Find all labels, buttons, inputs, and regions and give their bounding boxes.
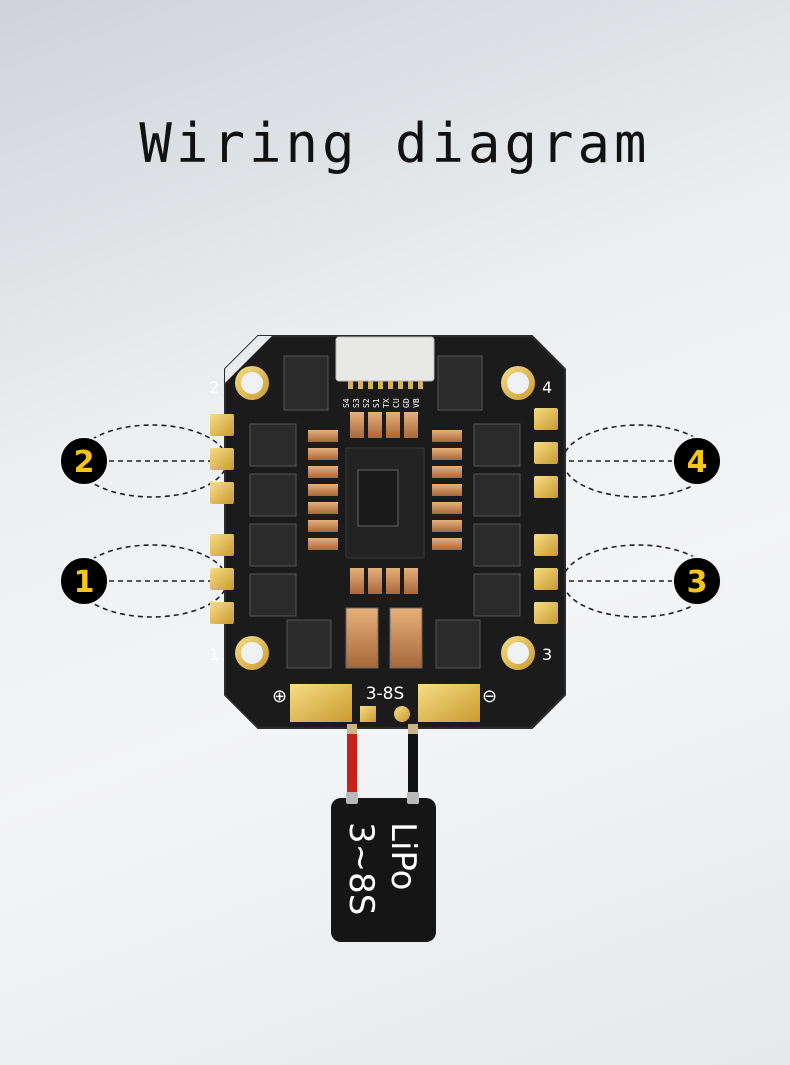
battery-body [331, 798, 436, 942]
power-pad-positive [290, 684, 352, 722]
motor-marker-4-label: 4 [687, 445, 708, 480]
battery-label-cells: 3~8S [341, 822, 381, 915]
corner-label-2: 2 [209, 378, 219, 397]
battery-wires [347, 724, 418, 800]
wire-pad-negative [394, 706, 410, 722]
power-pad-negative [418, 684, 480, 722]
connector [335, 336, 435, 382]
battery-label-type: LiPo [383, 822, 423, 890]
wire-negative [408, 728, 418, 800]
pin-label: VB [412, 398, 421, 408]
inductors [345, 607, 423, 669]
motor-markers: 2 4 1 3 [59, 436, 722, 606]
esc-board: S4 S3 S2 S1 TX CU GD VB 2 4 1 3 [209, 335, 566, 729]
motor-pads [210, 408, 558, 624]
pin-label: CU [392, 398, 401, 408]
pin-labels: S4 S3 S2 S1 TX CU GD VB [342, 398, 421, 408]
motor-marker-1-label: 1 [74, 565, 95, 600]
motor-marker-3 [672, 556, 722, 606]
pin-label: S1 [372, 398, 381, 408]
corner-label-3: 3 [542, 645, 552, 664]
corner-label-1: 1 [209, 645, 219, 664]
pin-label: GD [402, 398, 411, 408]
minus-symbol: ⊖ [482, 686, 497, 707]
corner-labels: 2 4 1 3 [209, 378, 552, 664]
mosfets [249, 355, 521, 669]
wire-pad-positive [360, 706, 376, 722]
connector-pins [348, 381, 423, 389]
capacitors [308, 412, 462, 594]
pin-label: TX [382, 398, 391, 408]
lipo-battery: LiPo 3~8S [331, 792, 436, 942]
page-title: Wiring diagram [139, 112, 651, 175]
motor-marker-2-label: 2 [74, 445, 95, 480]
motor-marker-2 [59, 436, 109, 486]
pin-label: S2 [362, 398, 371, 408]
wire-positive [347, 728, 357, 800]
motor-marker-4 [672, 436, 722, 486]
pin-label: S3 [352, 398, 361, 408]
voltage-label: 3-8S [366, 684, 405, 704]
motor-marker-1 [59, 556, 109, 606]
corner-label-4: 4 [542, 378, 552, 397]
pin-label: S4 [342, 398, 351, 408]
motor-marker-3-label: 3 [687, 565, 708, 600]
mcu-chip [357, 469, 399, 527]
plus-symbol: ⊕ [272, 686, 287, 707]
